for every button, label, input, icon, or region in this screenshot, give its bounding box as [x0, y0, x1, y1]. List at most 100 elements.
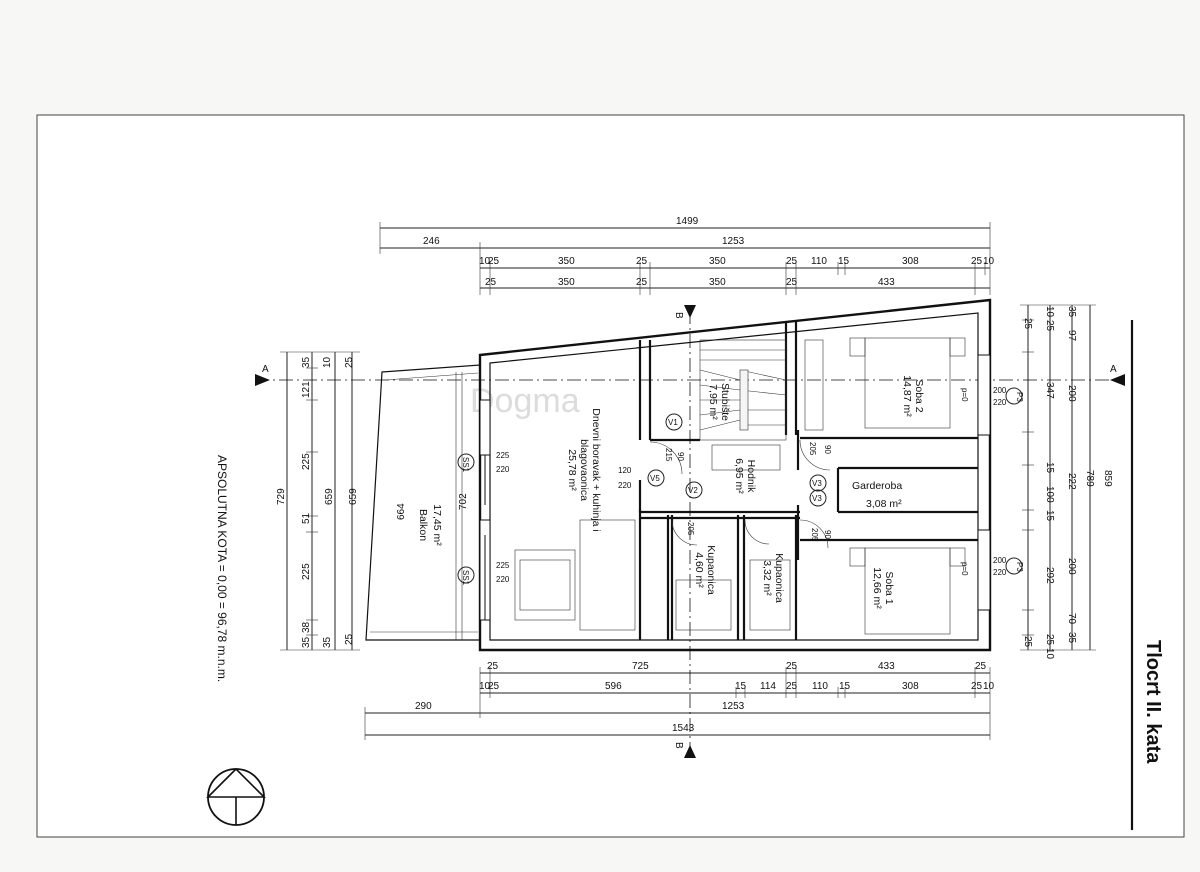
- dim-859: 859: [1102, 470, 1113, 487]
- dim-rm-10b: 10: [1044, 648, 1055, 660]
- tag-v2: V2: [688, 486, 698, 495]
- dim-b2-5: 25: [786, 681, 798, 692]
- room-soba1-name: Soba 1: [883, 571, 895, 604]
- opening-225-a: 225: [496, 451, 510, 460]
- north-arrow-icon: [206, 767, 266, 826]
- room-dnevni-name2: blagovaonica: [578, 439, 590, 501]
- dim-t4-4: 25: [786, 277, 798, 288]
- room-kupaonica2-area: 3,32 m²: [761, 560, 773, 596]
- dim-b2-10: 10: [983, 681, 995, 692]
- section-a-label-right: A: [1110, 364, 1117, 375]
- dim-l-225b: 225: [301, 563, 312, 580]
- section-a-label-left: A: [262, 364, 269, 375]
- room-dnevni-area: 25,78 m²: [566, 449, 578, 491]
- dim-rm-25: 25: [1044, 320, 1055, 332]
- parapet-height-b: p=0: [960, 562, 969, 576]
- room-labels: Balkon 17,45 m² Dnevni boravak + kuhinja…: [417, 375, 925, 609]
- section-a-left-arrow-icon: [255, 374, 270, 386]
- room-soba2-name: Soba 2: [913, 379, 925, 412]
- dim-r-200b: 200: [1066, 558, 1077, 575]
- dim-t4-0: 25: [485, 277, 497, 288]
- dim-rm-10: 10: [1044, 306, 1055, 318]
- room-balkon-area: 17,45 m²: [431, 504, 443, 546]
- opening-220-c: 220: [618, 481, 632, 490]
- dim-r-25b: 25: [1022, 636, 1033, 648]
- door-swings: [649, 439, 831, 549]
- element-tags: V1 V2 V3 V3 V5 SS1 SS1 P3 P3: [457, 387, 1024, 586]
- top-dimensions: 1499 246 1253 10 25 350 25 350 25 110 15…: [379, 216, 995, 295]
- dim-rm-347: 347: [1044, 382, 1055, 399]
- room-kupaonica1-name: Kupaonica: [705, 545, 717, 595]
- dim-789: 789: [1084, 470, 1095, 487]
- dim-1499: 1499: [676, 216, 699, 227]
- dim-b1-4: 25: [975, 661, 987, 672]
- dim-l2-10: 10: [322, 356, 333, 368]
- dim-246: 246: [423, 236, 440, 247]
- dim-t4-5: 433: [878, 277, 895, 288]
- dim-t3-0: 10: [479, 256, 491, 267]
- dim-b1-0: 25: [487, 661, 499, 672]
- dim-1253-bottom: 1253: [722, 701, 745, 712]
- dim-l2-25: 25: [344, 356, 355, 368]
- opening-220-d: 220: [993, 398, 1007, 407]
- dim-rm-15a: 15: [1044, 462, 1055, 474]
- dim-l-35b: 35: [301, 636, 312, 648]
- section-b-bottom-arrow-icon: [684, 745, 696, 758]
- dim-t3-2: 350: [558, 256, 575, 267]
- left-dimensions: 729 659 659 35 121 225 51 225 38 35 10 2…: [276, 351, 469, 651]
- opening-90-a: 90: [676, 452, 685, 461]
- opening-225-b: 225: [496, 561, 510, 570]
- dim-r-70: 70: [1066, 613, 1077, 625]
- room-dnevni-name1: Dnevni boravak + kuhinja i: [590, 408, 602, 531]
- dim-l2-35: 35: [322, 636, 333, 648]
- tag-p3-a: P3: [1015, 392, 1024, 402]
- opening-220-e: 220: [993, 568, 1007, 577]
- dim-t3-8: 308: [902, 256, 919, 267]
- opening-205-c: 205: [686, 522, 695, 536]
- dim-b2-0: 10: [479, 681, 491, 692]
- opening-sizes: 225 220 225 220 120 220 215 90 90 205 90…: [496, 386, 1007, 584]
- room-kupaonica2-name: Kupaonica: [773, 553, 785, 603]
- dim-b2-2: 596: [605, 681, 622, 692]
- section-a-right-arrow-icon: [1110, 374, 1125, 386]
- dim-l-35: 35: [301, 356, 312, 368]
- tag-v5: V5: [650, 474, 660, 483]
- dim-1543: 1543: [672, 723, 695, 734]
- bottom-dimensions: 25 725 25 433 25 10 25 596 15 114 25 110…: [364, 661, 995, 740]
- dim-b2-1: 25: [488, 681, 500, 692]
- dim-t3-3: 25: [636, 256, 648, 267]
- dim-659-b: 659: [348, 488, 359, 505]
- tag-p3-b: P3: [1015, 562, 1024, 572]
- opening-215: 215: [664, 448, 673, 462]
- section-b-top-arrow-icon: [684, 305, 696, 318]
- dim-1253-top: 1253: [722, 236, 745, 247]
- room-hodnik-area: 6,95 m²: [733, 458, 745, 494]
- tag-v3-b: V3: [812, 494, 822, 503]
- dim-t3-5: 25: [786, 256, 798, 267]
- dim-b2-8: 308: [902, 681, 919, 692]
- room-soba2-area: 14,87 m²: [901, 375, 913, 417]
- parapet-height-a: p=0: [960, 388, 969, 402]
- dim-t3-4: 350: [709, 256, 726, 267]
- dim-290: 290: [415, 701, 432, 712]
- tag-ss1-a: SS1: [461, 457, 470, 473]
- dim-659-a: 659: [324, 488, 335, 505]
- room-kupaonica1-area: 4,60 m²: [693, 552, 705, 588]
- dim-r-200a: 200: [1066, 385, 1077, 402]
- dim-t3-9: 25: [971, 256, 983, 267]
- tag-ss1-b: SS1: [461, 570, 470, 586]
- opening-200-a: 200: [993, 386, 1007, 395]
- dim-l-51: 51: [301, 512, 312, 524]
- opening-205-b: 205: [810, 528, 819, 542]
- tag-v1: V1: [668, 418, 678, 427]
- dim-b1-1: 725: [632, 661, 649, 672]
- room-balkon-name: Balkon: [417, 509, 429, 541]
- room-garderoba-name: Garderoba: [852, 480, 902, 492]
- section-b-label-bottom: B: [673, 742, 684, 749]
- plan-title: Tlocrt II. kata: [1142, 640, 1164, 764]
- dim-rm-15b: 15: [1044, 510, 1055, 522]
- dim-b1-2: 25: [786, 661, 798, 672]
- opening-205-a: 205: [808, 442, 817, 456]
- dim-t3-1: 25: [488, 256, 500, 267]
- opening-220-b: 220: [496, 575, 510, 584]
